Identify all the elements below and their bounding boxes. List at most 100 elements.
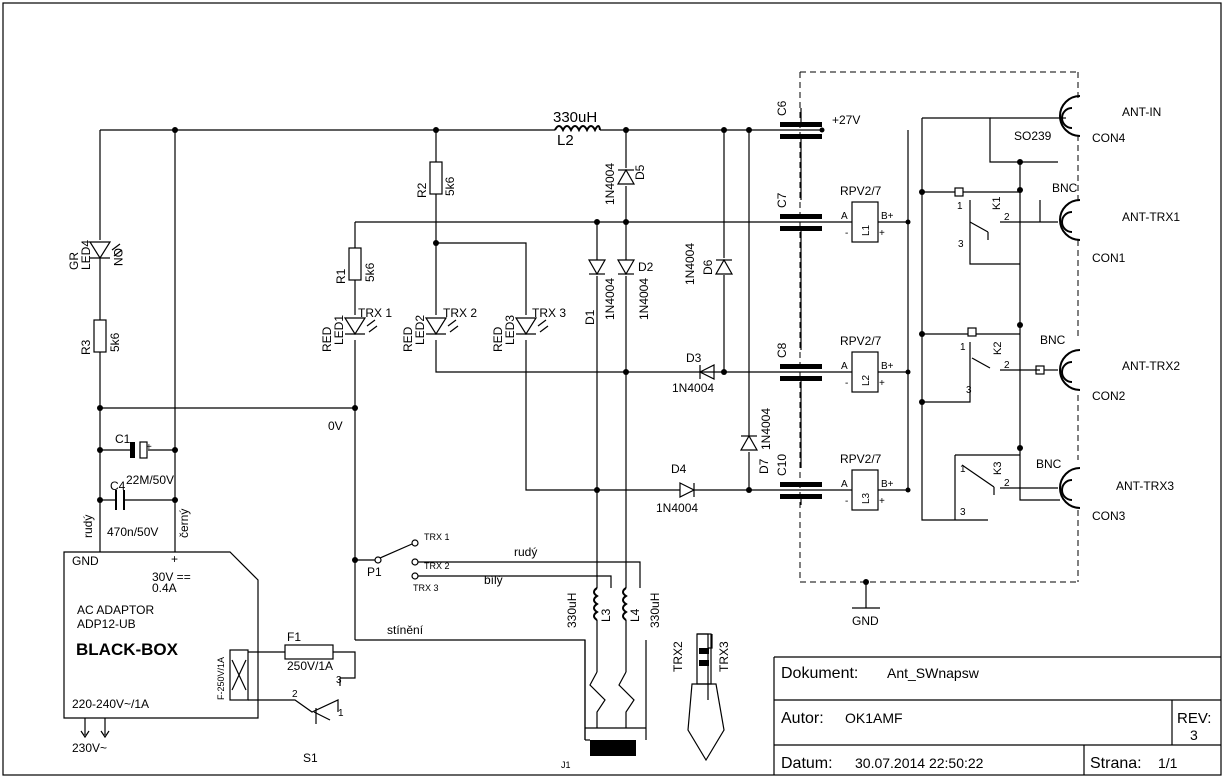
resistor-r2: R2 5k6 xyxy=(415,161,457,198)
svg-text:RPV2/7: RPV2/7 xyxy=(840,334,882,348)
relay-coil-k1: RPV2/7 A B+ - + L1 xyxy=(822,184,908,243)
connector-con1: BNC ANT-TRX1 CON1 xyxy=(1039,181,1180,265)
svg-text:TRX3: TRX3 xyxy=(717,641,731,672)
svg-text:F-250V/1A: F-250V/1A xyxy=(216,657,226,700)
svg-text:J1: J1 xyxy=(561,760,571,770)
svg-text:C8: C8 xyxy=(775,342,789,358)
led1-red: RED LED1 TRX 1 xyxy=(320,306,392,352)
svg-text:1N4004: 1N4004 xyxy=(603,163,617,205)
svg-text:GR: GR xyxy=(67,252,81,270)
svg-text:330uH: 330uH xyxy=(553,109,597,126)
svg-text:-: - xyxy=(845,228,848,239)
svg-text:230V~: 230V~ xyxy=(72,741,107,755)
svg-text:+27V: +27V xyxy=(832,113,860,127)
svg-text:2: 2 xyxy=(292,689,298,700)
svg-text:Dokument:: Dokument: xyxy=(781,665,858,682)
svg-text:RPV2/7: RPV2/7 xyxy=(840,452,882,466)
svg-text:TRX 2: TRX 2 xyxy=(424,561,450,571)
svg-text:K2: K2 xyxy=(992,342,1004,355)
diode-d6: 1N4004 D6 xyxy=(683,243,734,285)
diode-d7: 1N4004 D7 xyxy=(739,408,773,474)
switch-p1: P1 TRX 1 TRX 2 TRX 3 rudý bílý stínění xyxy=(355,532,641,637)
led3-red: RED LED3 TRX 3 xyxy=(491,306,566,352)
capacitor-c10: C10 xyxy=(775,454,822,499)
svg-text:D6: D6 xyxy=(701,259,715,275)
svg-text:OK1AMF: OK1AMF xyxy=(845,710,903,726)
svg-text:CON4: CON4 xyxy=(1092,131,1126,145)
capacitor-c8: C8 xyxy=(775,342,822,381)
svg-text:RED: RED xyxy=(401,326,415,352)
svg-text:RED: RED xyxy=(491,326,505,352)
svg-text:D2: D2 xyxy=(638,260,654,274)
svg-text:REV:: REV: xyxy=(1177,710,1211,727)
svg-text:RED: RED xyxy=(320,326,334,352)
svg-text:L4: L4 xyxy=(628,608,642,622)
svg-text:2: 2 xyxy=(1004,478,1010,489)
svg-text:D3: D3 xyxy=(686,351,702,365)
shield-box xyxy=(799,71,1079,583)
svg-text:RPV2/7: RPV2/7 xyxy=(840,184,882,198)
svg-text:330uH: 330uH xyxy=(648,593,662,628)
svg-text:1N4004: 1N4004 xyxy=(656,501,698,515)
svg-text:L1: L1 xyxy=(861,224,872,236)
jack-j1: J1 xyxy=(561,640,647,770)
svg-text:22M/50V: 22M/50V xyxy=(126,473,174,487)
svg-text:1N4004: 1N4004 xyxy=(683,243,697,285)
svg-text:TRX 2: TRX 2 xyxy=(443,306,477,320)
svg-text:L3: L3 xyxy=(599,608,613,622)
svg-text:CON3: CON3 xyxy=(1092,509,1126,523)
svg-text:CON2: CON2 xyxy=(1092,389,1126,403)
svg-text:stínění: stínění xyxy=(387,623,424,637)
svg-text:ANT-IN: ANT-IN xyxy=(1122,105,1161,119)
led4-green: GR LED4 ON xyxy=(67,240,125,270)
svg-text:černý: černý xyxy=(177,509,191,538)
capacitor-c4: C4 470n/50V xyxy=(107,479,158,539)
svg-text:D5: D5 xyxy=(633,164,647,180)
svg-text:TRX 3: TRX 3 xyxy=(413,583,439,593)
resistor-r1: R1 5k6 xyxy=(334,247,377,284)
svg-text:470n/50V: 470n/50V xyxy=(107,525,158,539)
svg-text:+: + xyxy=(171,552,178,566)
svg-text:1N4004: 1N4004 xyxy=(759,408,773,450)
svg-text:C1: C1 xyxy=(115,432,131,446)
svg-text:3: 3 xyxy=(966,385,972,396)
svg-text:+: + xyxy=(879,496,885,507)
svg-text:bílý: bílý xyxy=(484,573,503,587)
svg-text:LED1: LED1 xyxy=(332,315,346,345)
svg-text:ADP12-UB: ADP12-UB xyxy=(77,617,136,631)
svg-text:3: 3 xyxy=(958,239,964,250)
relay-coil-k2: RPV2/7 A B+ - + L2 xyxy=(822,334,908,393)
svg-text:P1: P1 xyxy=(367,565,382,579)
inductor-l2: 330uH L2 xyxy=(553,109,601,149)
diode-d1: D1 1N4004 xyxy=(583,259,617,325)
svg-text:K1: K1 xyxy=(991,197,1003,210)
svg-text:250V/1A: 250V/1A xyxy=(287,659,333,673)
svg-text:Ant_SWnapsw: Ant_SWnapsw xyxy=(887,665,980,681)
svg-text:3: 3 xyxy=(1190,727,1198,743)
svg-text:TRX2: TRX2 xyxy=(671,641,685,672)
svg-text:B+: B+ xyxy=(881,361,894,372)
antenna-switch-block: 1 2 3 K1 1 2 3 K2 1 2 3 K3 xyxy=(919,117,1060,521)
svg-text:ANT-TRX3: ANT-TRX3 xyxy=(1116,479,1174,493)
diode-d2: D2 1N4004 xyxy=(616,259,654,320)
svg-text:1N4004: 1N4004 xyxy=(672,381,714,395)
svg-text:K3: K3 xyxy=(992,462,1004,475)
svg-text:rudý: rudý xyxy=(514,545,537,559)
svg-text:S1: S1 xyxy=(303,751,318,765)
diode-d5-top: 1N4004 D5 xyxy=(603,163,647,205)
svg-text:A: A xyxy=(841,211,848,222)
svg-text:LED3: LED3 xyxy=(503,315,517,345)
connector-con2: BNC ANT-TRX2 CON2 xyxy=(1040,333,1180,403)
svg-text:Datum:: Datum: xyxy=(781,755,833,772)
svg-text:TRX 1: TRX 1 xyxy=(358,306,392,320)
svg-text:D4: D4 xyxy=(671,462,687,476)
svg-text:30.07.2014 22:50:22: 30.07.2014 22:50:22 xyxy=(855,755,984,771)
svg-text:330uH: 330uH xyxy=(565,593,579,628)
svg-text:C4: C4 xyxy=(110,479,126,493)
connector-con3: BNC ANT-TRX3 CON3 xyxy=(1036,457,1174,523)
svg-text:TRX 1: TRX 1 xyxy=(424,532,450,542)
svg-text:Strana:: Strana: xyxy=(1090,755,1142,772)
svg-text:R2: R2 xyxy=(415,182,429,198)
svg-text:C7: C7 xyxy=(775,192,789,208)
